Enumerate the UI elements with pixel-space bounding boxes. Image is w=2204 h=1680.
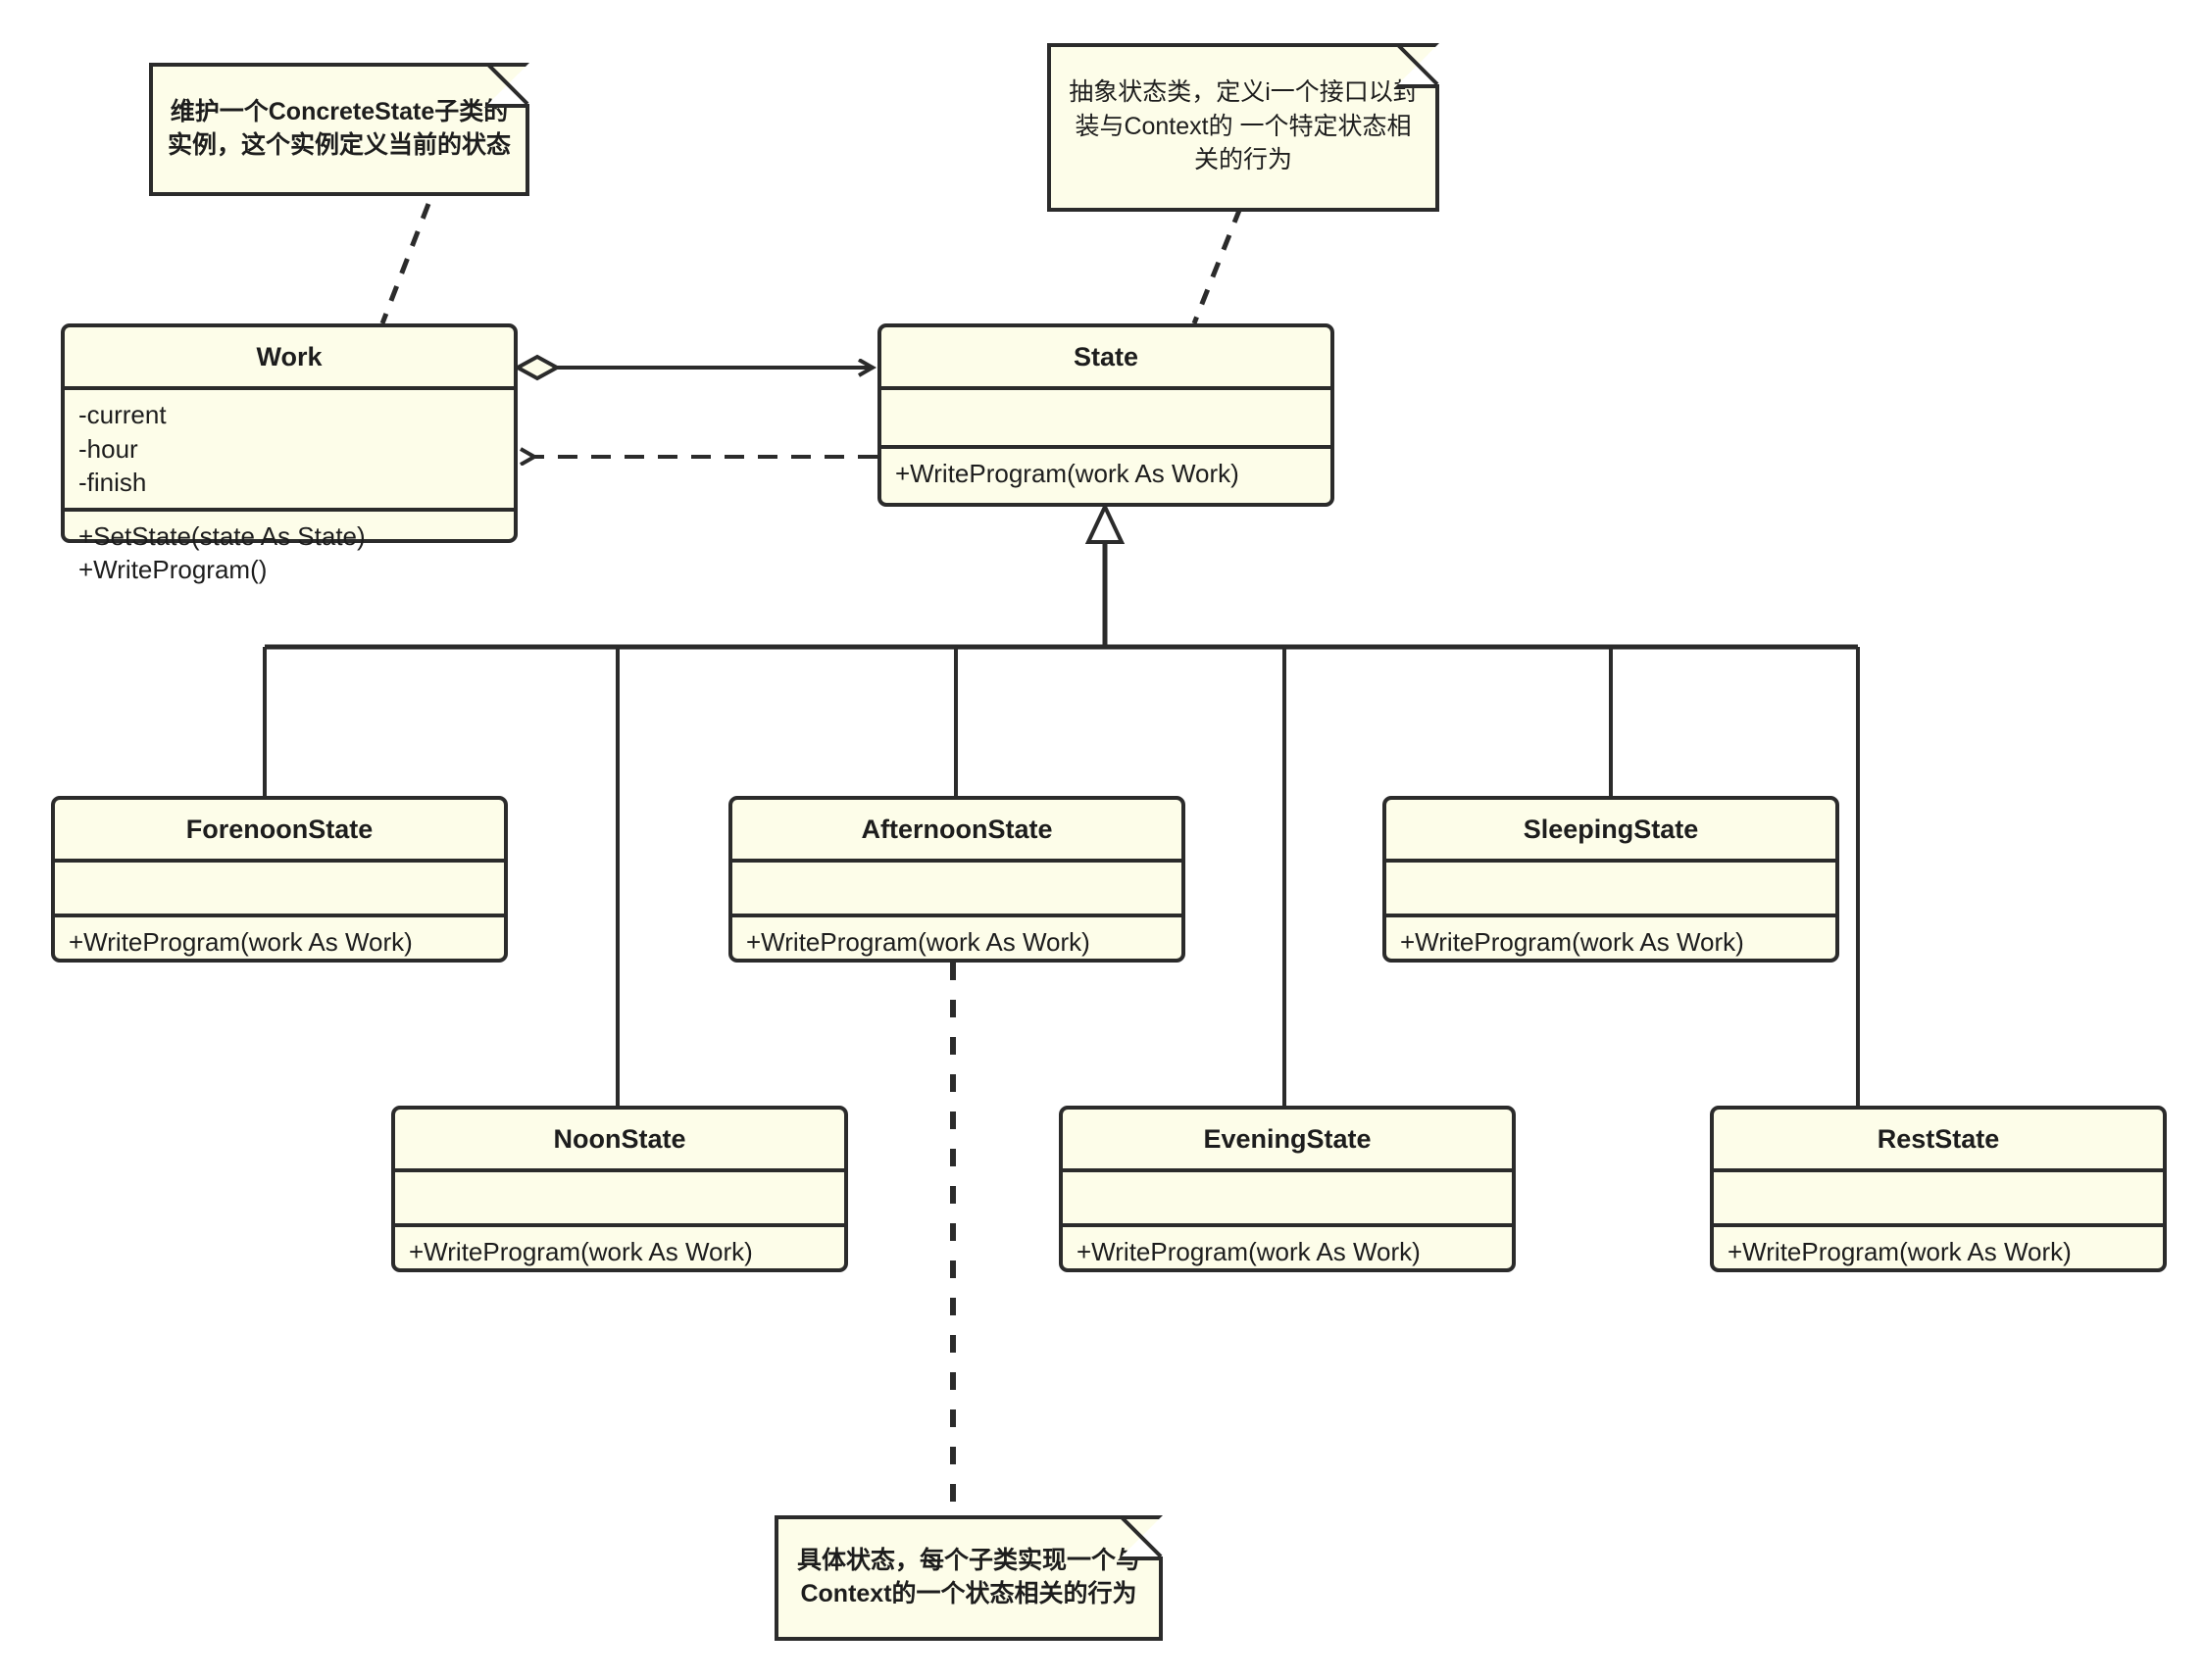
- class-attributes-sleepingstate: [1386, 863, 1835, 917]
- operation-setstate: +SetState(state As State): [78, 520, 366, 551]
- operation-writeprogram: +WriteProgram(): [78, 555, 268, 585]
- class-attributes-forenoonstate: [55, 863, 504, 917]
- class-box-state[interactable]: State +WriteProgram(work As Work): [877, 323, 1334, 507]
- class-operations-eveningstate: +WriteProgram(work As Work): [1063, 1227, 1512, 1277]
- note-concrete-state-text: 具体状态，每个子类实现一个与Context的一个状态相关的行为: [796, 1546, 1140, 1608]
- class-operations-sleepingstate: +WriteProgram(work As Work): [1386, 917, 1835, 967]
- note-concrete-state: 具体状态，每个子类实现一个与Context的一个状态相关的行为: [775, 1515, 1163, 1641]
- attribute-current: -current: [78, 400, 167, 429]
- edge-note-work-anchor: [379, 203, 431, 324]
- class-operations-work: +SetState(state As State) +WriteProgram(…: [65, 512, 514, 585]
- class-box-afternoonstate[interactable]: AfternoonState +WriteProgram(work As Wor…: [728, 796, 1185, 963]
- class-name-forenoonstate: ForenoonState: [55, 800, 504, 863]
- operation-writeprogram: +WriteProgram(work As Work): [1728, 1237, 2072, 1266]
- class-operations-state: +WriteProgram(work As Work): [881, 449, 1330, 499]
- operation-writeprogram: +WriteProgram(work As Work): [1077, 1237, 1421, 1266]
- class-attributes-afternoonstate: [732, 863, 1181, 917]
- operation-writeprogram: +WriteProgram(work As Work): [1400, 927, 1744, 957]
- edge-aggregation-work-state: [513, 354, 873, 381]
- note-fold-icon: [1118, 1515, 1163, 1560]
- operation-writeprogram: +WriteProgram(work As Work): [746, 927, 1090, 957]
- class-name-state: State: [881, 327, 1330, 390]
- class-operations-forenoonstate: +WriteProgram(work As Work): [55, 917, 504, 967]
- class-name-reststate: RestState: [1714, 1110, 2163, 1172]
- note-state-text: 抽象状态类，定义i一个接口以封装与Context的 一个特定状态相关的行为: [1069, 78, 1418, 174]
- class-attributes-eveningstate: [1063, 1172, 1512, 1227]
- class-box-eveningstate[interactable]: EveningState +WriteProgram(work As Work): [1059, 1106, 1516, 1272]
- note-fold-icon: [1394, 43, 1439, 88]
- class-name-eveningstate: EveningState: [1063, 1110, 1512, 1172]
- note-concrete-state-body: 具体状态，每个子类实现一个与Context的一个状态相关的行为: [775, 1515, 1163, 1641]
- class-operations-afternoonstate: +WriteProgram(work As Work): [732, 917, 1181, 967]
- class-name-noonstate: NoonState: [395, 1110, 844, 1172]
- operation-writeprogram: +WriteProgram(work As Work): [895, 459, 1239, 488]
- note-work: 维护一个ConcreteState子类的实例，这个实例定义当前的状态: [149, 63, 529, 196]
- class-name-sleepingstate: SleepingState: [1386, 800, 1835, 863]
- class-box-work[interactable]: Work -current -hour -finish +SetState(st…: [61, 323, 518, 584]
- class-operations-noonstate: +WriteProgram(work As Work): [395, 1227, 844, 1277]
- class-box-noonstate[interactable]: NoonState +WriteProgram(work As Work): [391, 1106, 848, 1272]
- class-box-reststate[interactable]: RestState +WriteProgram(work As Work): [1710, 1106, 2167, 1272]
- operation-writeprogram: +WriteProgram(work As Work): [69, 927, 413, 957]
- note-state-body: 抽象状态类，定义i一个接口以封装与Context的 一个特定状态相关的行为: [1047, 43, 1439, 212]
- class-box-sleepingstate[interactable]: SleepingState +WriteProgram(work As Work…: [1382, 796, 1839, 963]
- class-name-work: Work: [65, 327, 514, 390]
- class-attributes-noonstate: [395, 1172, 844, 1227]
- class-attributes-work: -current -hour -finish: [65, 390, 514, 512]
- operation-writeprogram: +WriteProgram(work As Work): [409, 1237, 753, 1266]
- note-work-body: 维护一个ConcreteState子类的实例，这个实例定义当前的状态: [149, 63, 529, 196]
- note-work-text: 维护一个ConcreteState子类的实例，这个实例定义当前的状态: [167, 97, 511, 160]
- note-state: 抽象状态类，定义i一个接口以封装与Context的 一个特定状态相关的行为: [1047, 43, 1439, 212]
- class-name-afternoonstate: AfternoonState: [732, 800, 1181, 863]
- class-box-forenoonstate[interactable]: ForenoonState +WriteProgram(work As Work…: [51, 796, 508, 963]
- attribute-finish: -finish: [78, 468, 147, 498]
- class-operations-reststate: +WriteProgram(work As Work): [1714, 1227, 2163, 1277]
- class-attributes-reststate: [1714, 1172, 2163, 1227]
- attribute-hour: -hour: [78, 433, 138, 464]
- edge-note-state-anchor: [1191, 207, 1243, 324]
- class-attributes-state: [881, 390, 1330, 449]
